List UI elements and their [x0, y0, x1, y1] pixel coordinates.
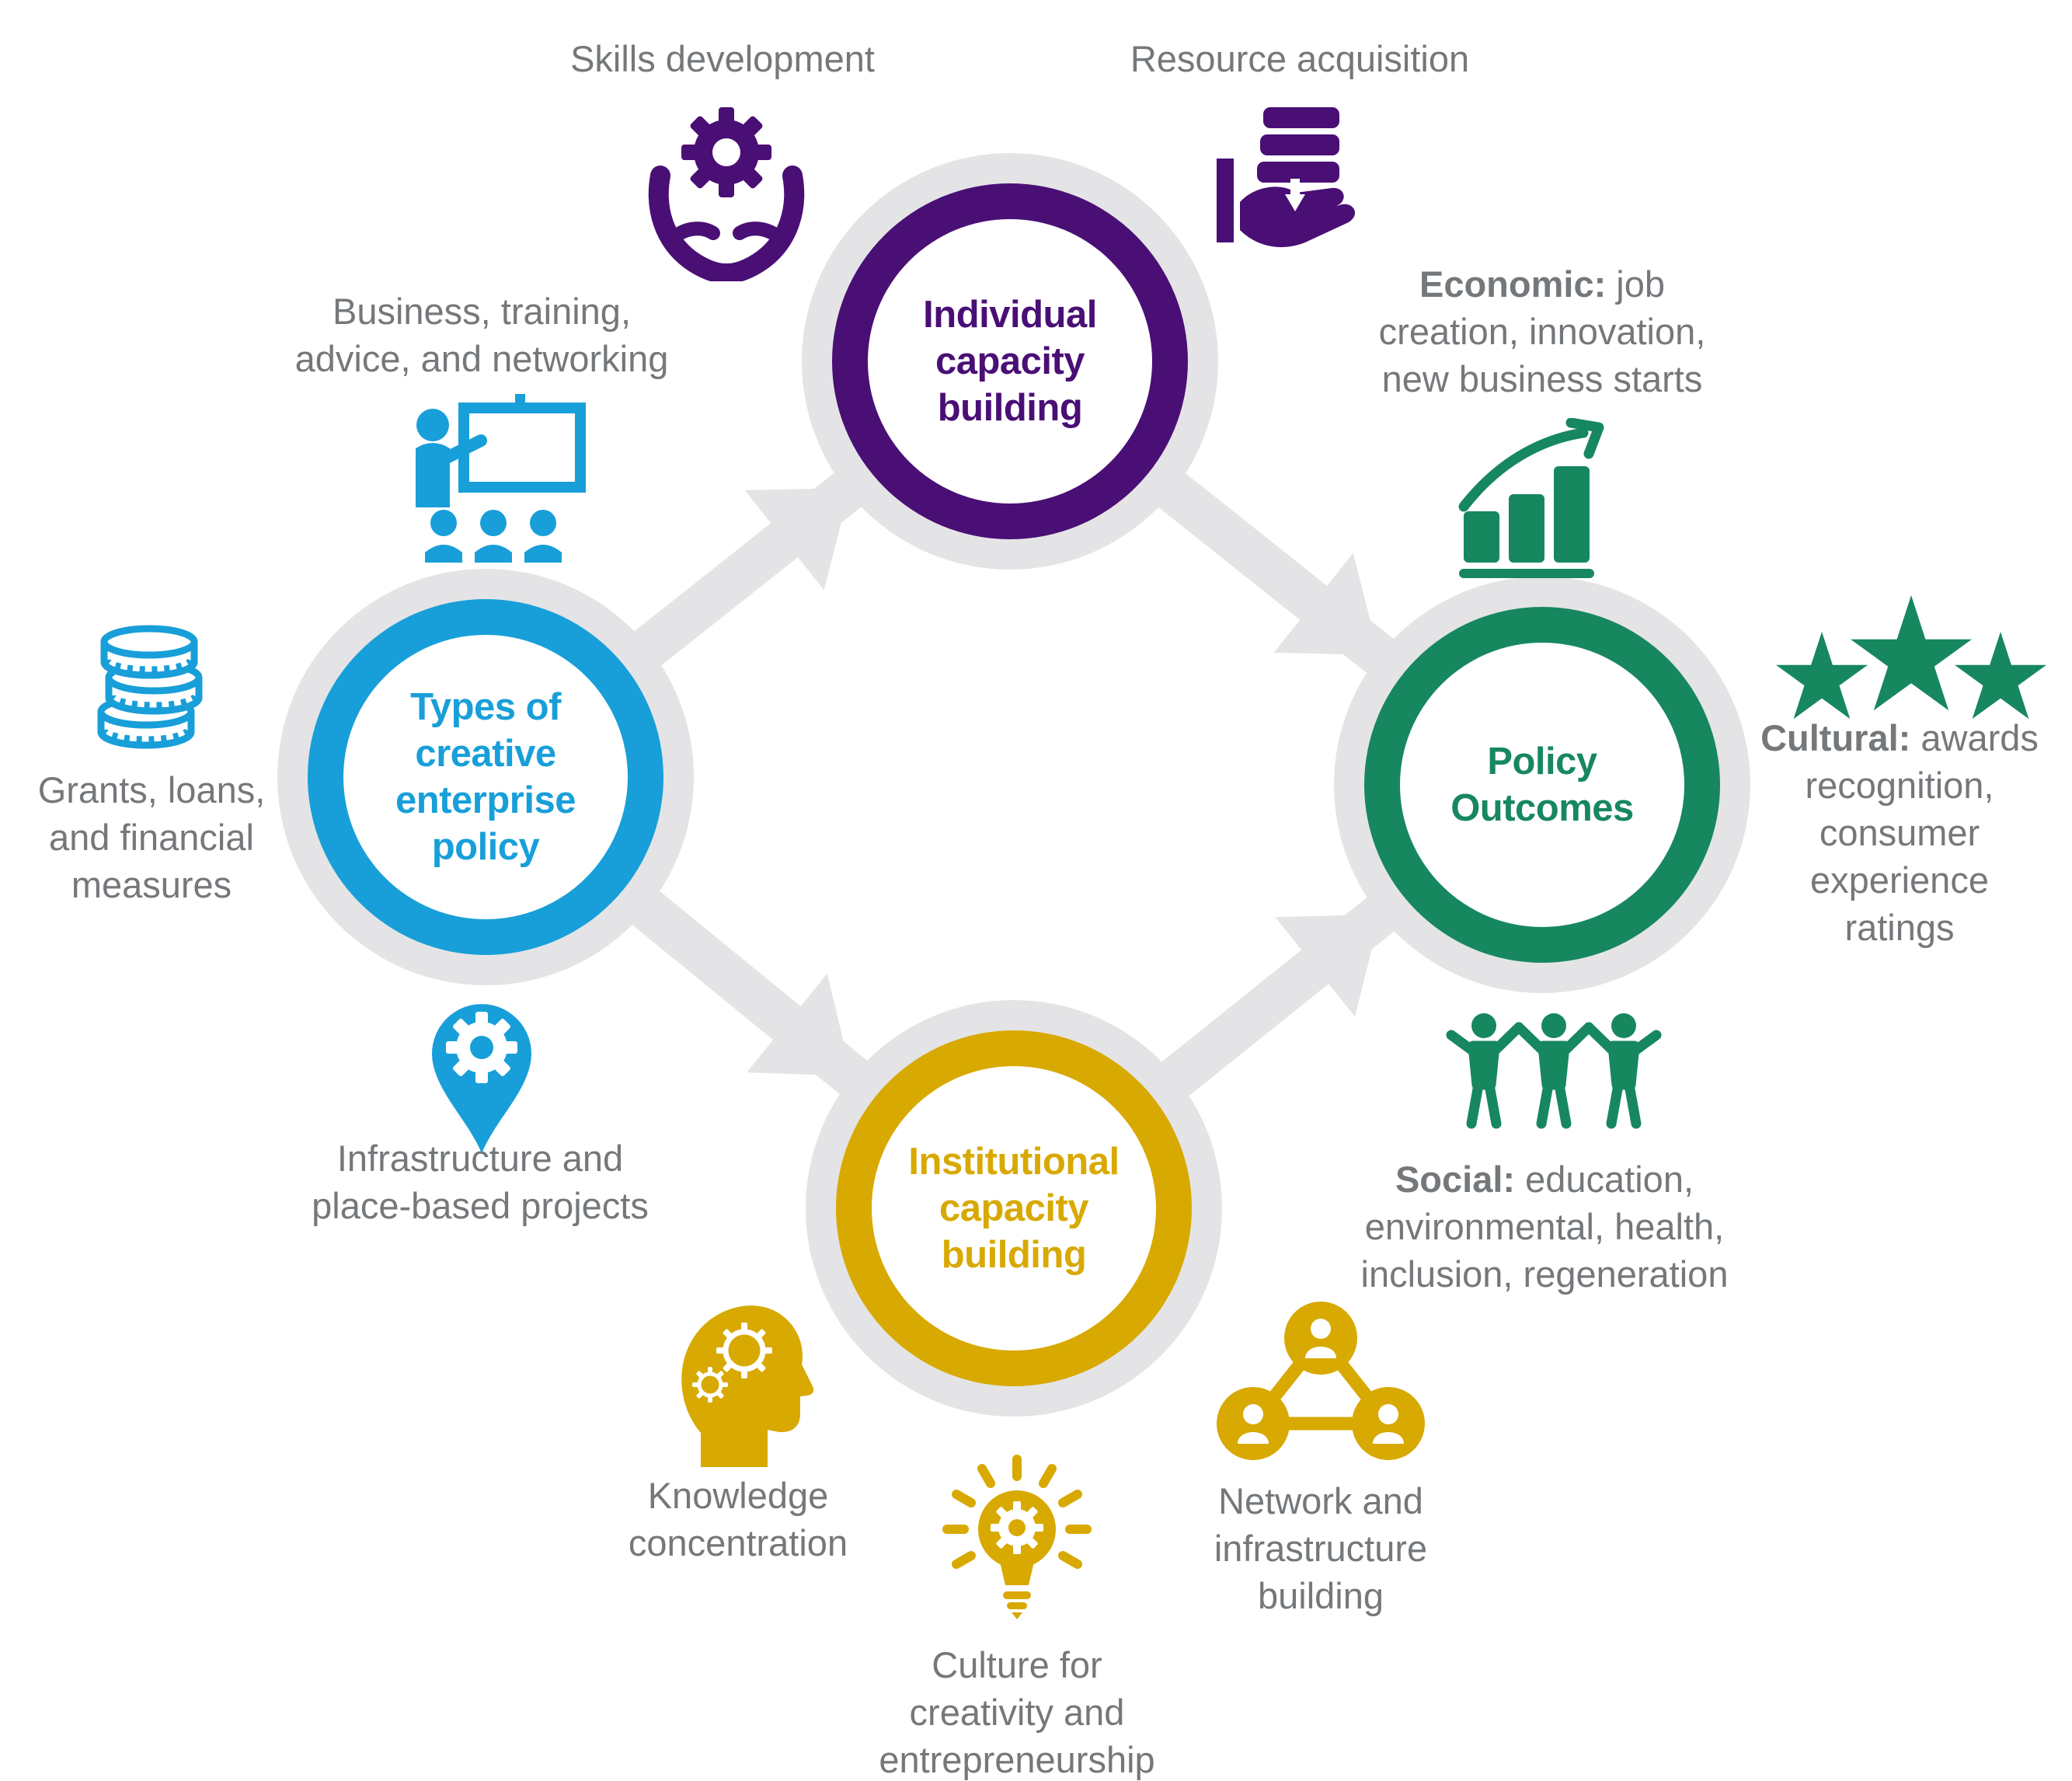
- node-label: Individual capacity building: [868, 219, 1152, 504]
- label-line: Culture for: [932, 1644, 1102, 1685]
- node-label-line: creative: [415, 733, 556, 775]
- label-line: Cultural: awards: [1760, 714, 2039, 762]
- node-ring: Policy Outcomes: [1364, 607, 1720, 963]
- node-label: Institutional capacity building: [872, 1066, 1156, 1351]
- label-cultural-outcomes: Cultural: awards recognition, consumer e…: [1760, 714, 2039, 951]
- label-culture-creativity: Culture for creativity and entrepreneurs…: [879, 1641, 1154, 1781]
- label-line: Resource acquisition: [1130, 38, 1470, 79]
- node-label-line: policy: [431, 826, 540, 868]
- map-pin-gear-icon: [432, 1004, 531, 1153]
- node-label-line: building: [941, 1234, 1087, 1276]
- label-line: Knowledge: [647, 1475, 829, 1516]
- node-types-of-creative-enterprise-policy: Types of creative enterprise policy: [277, 569, 694, 985]
- label-line: Network and: [1218, 1480, 1423, 1521]
- label-knowledge-concentration: Knowledge concentration: [629, 1472, 848, 1567]
- label-line: building: [1257, 1575, 1384, 1616]
- head-gears-icon: [681, 1305, 814, 1467]
- node-label-line: Individual: [923, 294, 1097, 336]
- node-label-line: Institutional: [908, 1141, 1120, 1183]
- label-bold: Economic:: [1419, 263, 1607, 305]
- label-line: environmental, health,: [1364, 1206, 1725, 1247]
- label-line: new business starts: [1381, 358, 1703, 399]
- presenter-training-icon: [416, 394, 586, 563]
- arrowhead-icon: [1275, 914, 1381, 1017]
- label-line: concentration: [628, 1522, 848, 1563]
- label-line: place-based projects: [312, 1185, 649, 1226]
- node-label-line: Types of: [410, 686, 561, 728]
- node-institutional-capacity-building: Institutional capacity building: [806, 1000, 1222, 1417]
- label-resource-acquisition: Resource acquisition: [1130, 35, 1469, 82]
- label-skills-development: Skills development: [570, 35, 875, 82]
- label-line: inclusion, regeneration: [1360, 1253, 1729, 1295]
- label-line: infrastructure: [1214, 1528, 1428, 1569]
- three-stars-icon: [1776, 595, 2046, 720]
- label-line: and financial: [49, 817, 254, 858]
- label-bold: Social:: [1395, 1159, 1516, 1200]
- people-holding-hands-icon: [1446, 1013, 1662, 1129]
- node-label-line: capacity: [935, 340, 1085, 382]
- node-policy-outcomes: Policy Outcomes: [1334, 577, 1750, 993]
- people-network-icon: [1217, 1302, 1425, 1460]
- label-line: Skills development: [570, 38, 875, 79]
- arrowhead-icon: [744, 488, 851, 591]
- growth-bar-chart-icon: [1458, 418, 1604, 578]
- label-line: Economic: job: [1379, 260, 1706, 308]
- node-ring: Institutional capacity building: [836, 1030, 1192, 1386]
- label-grants-loans: Grants, loans, and financial measures: [38, 766, 266, 908]
- node-individual-capacity-building: Individual capacity building: [802, 153, 1218, 570]
- label-line: experience: [1810, 859, 1989, 901]
- node-label-line: Outcomes: [1450, 787, 1634, 829]
- label-line: creativity and: [909, 1692, 1125, 1733]
- arrowhead-icon: [1273, 552, 1380, 656]
- label-line: recognition,: [1805, 765, 1994, 806]
- hand-receiving-stack-icon: [1217, 107, 1356, 248]
- node-label: Policy Outcomes: [1400, 643, 1684, 927]
- label-line: consumer: [1819, 812, 1980, 853]
- label-social-outcomes: Social: education, environmental, health…: [1361, 1155, 1729, 1298]
- label-line: measures: [71, 864, 232, 905]
- label-rest: awards: [1910, 717, 2039, 758]
- coins-stack-icon: [97, 625, 203, 749]
- hands-holding-gear-icon: [648, 107, 805, 281]
- label-economic-outcomes: Economic: job creation, innovation, new …: [1379, 260, 1706, 403]
- label-line: Business, training,: [332, 291, 632, 332]
- label-line: Social: education,: [1361, 1155, 1729, 1203]
- node-label: Types of creative enterprise policy: [343, 635, 628, 919]
- node-ring: Types of creative enterprise policy: [308, 599, 663, 955]
- label-line: entrepreneurship: [879, 1739, 1155, 1780]
- label-line: ratings: [1844, 907, 1955, 948]
- label-network-building: Network and infrastructure building: [1214, 1477, 1427, 1619]
- label-rest: education,: [1515, 1159, 1694, 1200]
- label-line: creation, innovation,: [1378, 311, 1706, 352]
- label-bold: Cultural:: [1760, 717, 1911, 758]
- arrowhead-icon: [747, 974, 852, 1076]
- node-label-line: Policy: [1487, 741, 1597, 782]
- label-infrastructure-projects: Infrastructure and place-based projects: [312, 1134, 649, 1229]
- label-line: Grants, loans,: [37, 769, 266, 810]
- node-ring: Individual capacity building: [832, 183, 1188, 539]
- label-business-training: Business, training, advice, and networki…: [295, 288, 669, 382]
- lightbulb-gear-icon: [942, 1455, 1092, 1619]
- node-label-line: building: [937, 387, 1083, 429]
- node-label-line: enterprise: [395, 779, 576, 821]
- label-rest: job: [1606, 263, 1666, 305]
- label-line: advice, and networking: [294, 338, 669, 379]
- node-label-line: capacity: [938, 1187, 1089, 1229]
